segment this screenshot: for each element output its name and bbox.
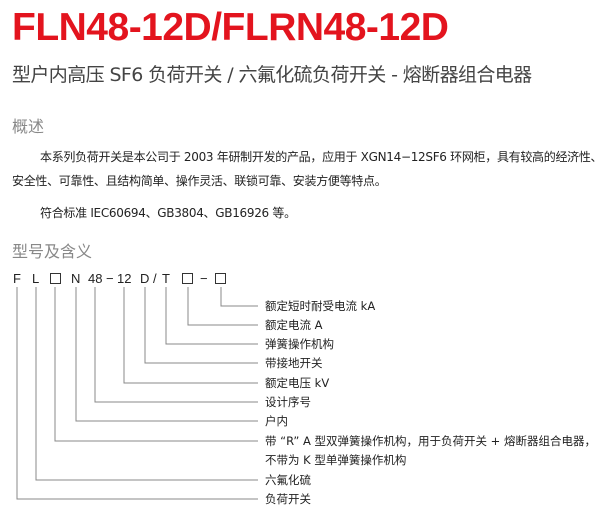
label-design-number: 设计序号 (265, 395, 311, 409)
label-rated-current: 额定电流 A (265, 318, 323, 332)
label-spring-mechanism: 弹簧操作机构 (265, 337, 334, 351)
overview-paragraph-line1: 本系列负荷开关是本公司于 2003 年研制开发的产品，应用于 XGN14−12S… (40, 150, 600, 164)
label-load-switch: 负荷开关 (265, 492, 311, 506)
code-f: F (13, 271, 21, 286)
label-r-mechanism: 带 “R” A 型双弹簧操作机构，用于负荷开关 + 熔断器组合电器， (265, 434, 596, 448)
code-box-current (182, 273, 193, 284)
label-rated-voltage: 额定电压 kV (265, 376, 330, 390)
code-box-short-time (215, 273, 226, 284)
code-48: 48 (88, 271, 103, 286)
code-dash2: − (200, 271, 208, 286)
page-subtitle: 型户内高压 SF6 负荷开关 / 六氟化硫负荷开关 - 熔断器组合电器 (12, 64, 532, 86)
code-slash: / (153, 271, 157, 286)
code-t: T (162, 271, 170, 286)
label-short-time-current: 额定短时耐受电流 kA (265, 299, 376, 313)
overview-paragraph-line2: 安全性、可靠性、且结构简单、操作灵活、联锁可靠、安装方便等特点。 (12, 174, 387, 188)
code-box-r (50, 273, 61, 284)
label-sf6: 六氟化硫 (265, 473, 311, 487)
label-k-mechanism: 不带为 K 型单弹簧操作机构 (265, 453, 407, 467)
code-l: L (32, 271, 40, 286)
page-title: FLN48-12D/FLRN48-12D (12, 6, 449, 49)
standards-paragraph: 符合标准 IEC60694、GB3804、GB16926 等。 (40, 206, 296, 220)
code-d: D (140, 271, 150, 286)
overview-heading: 概述 (12, 117, 45, 136)
label-indoor: 户内 (265, 414, 288, 428)
label-earthing-switch: 带接地开关 (265, 356, 323, 370)
code-n: N (71, 271, 81, 286)
code-12: 12 (117, 271, 132, 286)
model-heading: 型号及含义 (12, 242, 93, 261)
code-dash: − (106, 271, 114, 286)
